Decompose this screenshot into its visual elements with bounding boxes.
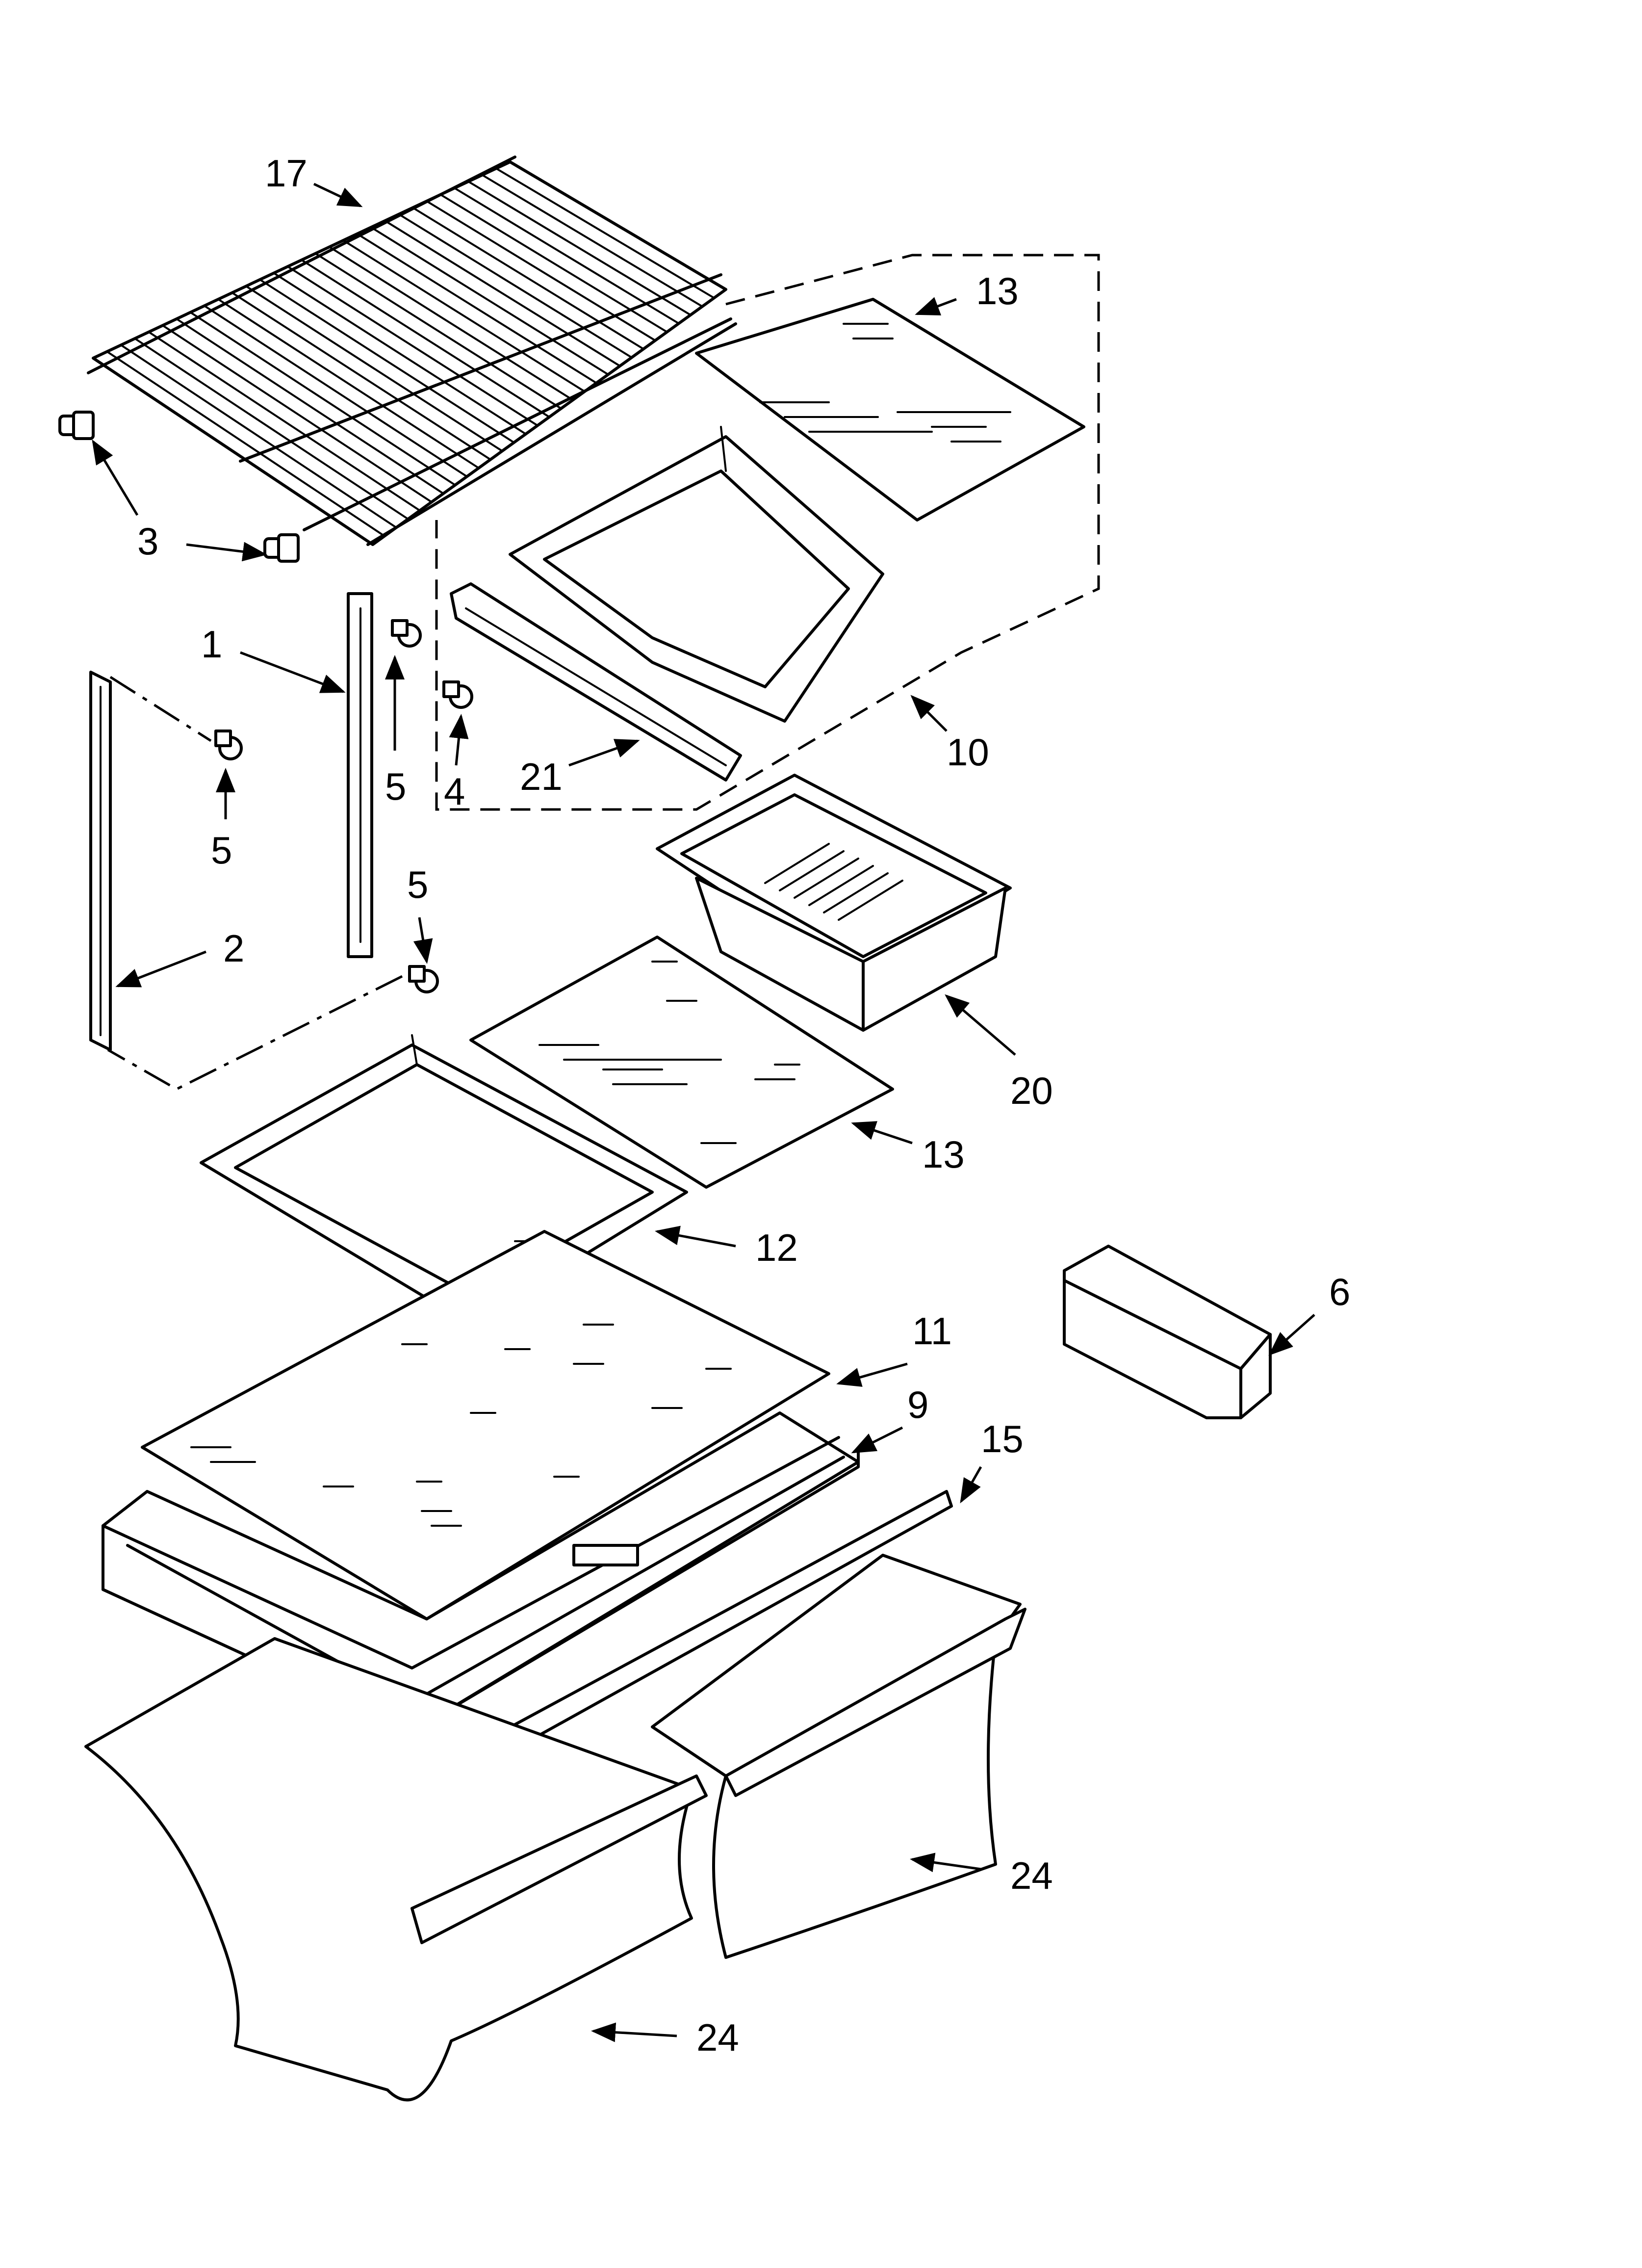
- callout-3: 3: [137, 520, 158, 563]
- shelf-wire: [286, 265, 539, 427]
- shelf-wire: [231, 291, 491, 461]
- shelf-wire: [495, 167, 715, 299]
- leader-lines: [92, 182, 1315, 2042]
- screw: [391, 619, 422, 648]
- callout-11: 11: [912, 1309, 952, 1353]
- shelf-wire: [161, 324, 433, 503]
- callout-20: 20: [1010, 1069, 1053, 1112]
- shelf-wire: [314, 252, 562, 410]
- shelf-wire: [426, 200, 656, 341]
- shelf-wire: [259, 279, 515, 443]
- callout-10: 10: [947, 730, 989, 774]
- shelf-wire: [245, 285, 503, 452]
- callout-4: 4: [444, 770, 465, 813]
- shelf-wire: [273, 272, 527, 435]
- screw: [408, 965, 439, 993]
- callout-9: 9: [907, 1383, 928, 1426]
- shelf-wire: [106, 350, 385, 537]
- callout-13: 13: [922, 1133, 965, 1176]
- shelf-wire: [189, 311, 456, 486]
- callout-21: 21: [520, 755, 563, 798]
- shelf-wire: [301, 259, 550, 418]
- assembly-outline: [435, 254, 1100, 811]
- crisper-drawer-right: [651, 1554, 1026, 1959]
- crisper-pan-small: [656, 774, 1012, 1032]
- shelf-wire: [148, 331, 421, 512]
- wire-shelf: [87, 156, 737, 546]
- shelf-ladder: [347, 592, 373, 958]
- shelf-wire: [356, 233, 597, 384]
- callout-6: 6: [1329, 1270, 1350, 1313]
- shelf-wire: [398, 213, 633, 359]
- crisper-drawer-left: [84, 1637, 708, 2102]
- shelf-stud: [263, 533, 300, 563]
- callout-5: 5: [211, 829, 232, 872]
- shelf-wire: [217, 298, 480, 469]
- glass-shelf-top: [695, 298, 1085, 521]
- callout-5: 5: [407, 863, 428, 906]
- callout-15: 15: [981, 1417, 1024, 1460]
- shelf-ladder-left: [89, 671, 403, 1091]
- shelf-stud: [58, 411, 95, 440]
- glass-shelf-middle: [469, 936, 894, 1189]
- shelf-wire: [176, 318, 444, 495]
- shelf-wire: [481, 174, 703, 308]
- shelf-wire: [134, 338, 409, 520]
- dairy-bin: [1063, 1245, 1272, 1419]
- shelf-wire: [342, 239, 586, 392]
- callout-1: 1: [201, 623, 222, 666]
- screw: [214, 730, 243, 760]
- shelf-wire: [120, 344, 397, 529]
- callout-2: 2: [223, 927, 244, 970]
- shelf-wire: [467, 181, 692, 316]
- crisper-cover-glass: [141, 1230, 830, 1620]
- shelf-wire: [203, 305, 468, 478]
- callout-12: 12: [755, 1226, 798, 1269]
- callout-13: 13: [976, 269, 1019, 313]
- shelf-wire: [453, 187, 680, 325]
- screw: [442, 680, 473, 709]
- shelf-wire: [92, 357, 374, 546]
- callout-5: 5: [385, 765, 406, 808]
- shelf-wire: [509, 161, 727, 290]
- shelf-wire: [370, 226, 609, 376]
- callout-17: 17: [265, 152, 308, 195]
- shelf-wire: [384, 220, 621, 367]
- shelf-wire: [411, 207, 644, 350]
- shelf-wire: [328, 246, 574, 401]
- shelf-frame-upper: [509, 426, 884, 723]
- callout-24: 24: [696, 2016, 739, 2059]
- callout-24: 24: [1010, 1854, 1053, 1897]
- shelf-rail: [450, 582, 742, 782]
